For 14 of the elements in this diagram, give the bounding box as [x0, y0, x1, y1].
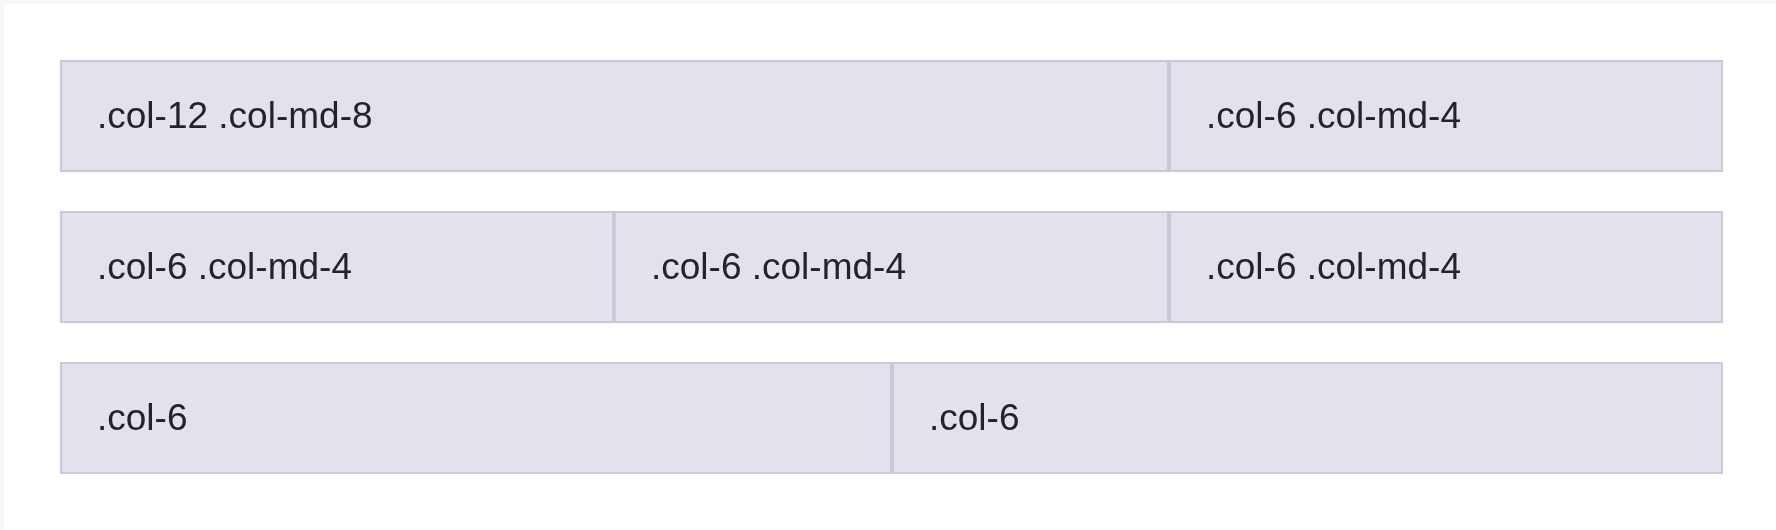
grid-column [60, 211, 614, 323]
grid-column [60, 60, 1169, 172]
column-class-label: .col-6 .col-md-4 [1206, 93, 1461, 138]
column-class-label: .col-6 .col-md-4 [651, 244, 906, 289]
grid-column [1169, 60, 1723, 172]
grid-column [892, 362, 1723, 474]
column-class-label: .col-6 .col-md-4 [1206, 244, 1461, 289]
column-class-label: .col-6 [929, 395, 1020, 440]
grid-column [614, 211, 1169, 323]
column-class-label: .col-12 .col-md-8 [97, 93, 373, 138]
grid-column [60, 362, 892, 474]
column-class-label: .col-6 .col-md-4 [97, 244, 352, 289]
grid-column [1169, 211, 1723, 323]
column-class-label: .col-6 [97, 395, 188, 440]
